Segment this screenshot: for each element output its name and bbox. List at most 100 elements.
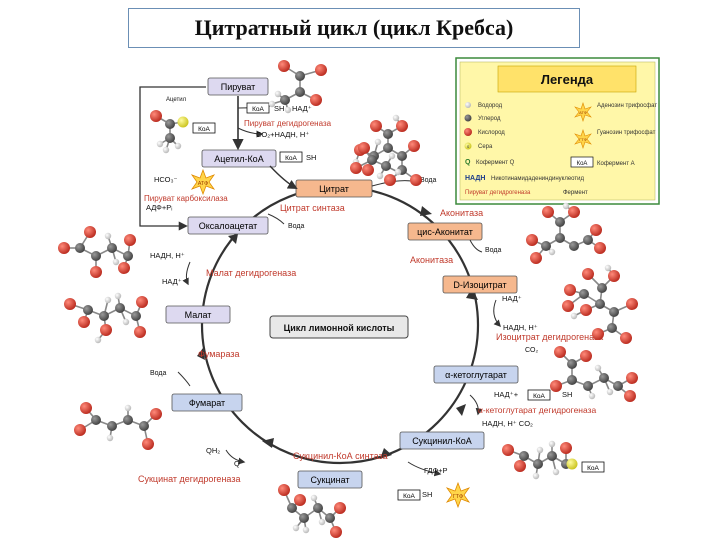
legend-oxygen: Кислород <box>478 130 505 136</box>
metabolite-succinate[interactable]: Сукцинат <box>297 470 363 489</box>
isocitrate-co2: CO₂ <box>525 347 539 354</box>
metabolite-succinyl-coa[interactable]: Сукцинил-КоА <box>399 431 485 450</box>
oxaloacetate-label: Оксалоацетат <box>199 221 258 231</box>
title-box: Цитратный цикл (цикл Кребса) <box>128 8 580 48</box>
legend-q-symbol: Q <box>465 159 471 166</box>
enzyme-citrate-synthase: Цитрат синтаза <box>280 203 345 213</box>
acetyl-molecule <box>150 110 189 154</box>
legend: Легенда Водород Углерод Кислород S Сера … <box>455 57 660 205</box>
legend-coa-box <box>570 156 594 168</box>
metabolite-cis-aconitate[interactable]: цис-Аконитат <box>407 222 483 241</box>
arrow-fumarate-water <box>177 371 191 387</box>
isocitrate-nadh: НАДН, Н⁺ <box>503 323 538 332</box>
legend-carbon-icon <box>464 114 472 122</box>
metabolite-d-isocitrate[interactable]: D-Изоцитрат <box>442 275 518 294</box>
legend-oxygen-icon <box>464 128 472 136</box>
legend-atp-icon: АТФ <box>574 102 592 122</box>
hco3-label: НСО₃⁻ <box>154 175 178 184</box>
oxaloacetate-molecule <box>58 226 136 278</box>
metabolite-acetyl-coa[interactable]: Ацетил-КоА <box>201 149 277 168</box>
metabolite-oxaloacetate[interactable]: Оксалоацетат <box>187 216 269 235</box>
pdh-co2-nadh: CO₂+НАДН, Н⁺ <box>256 130 309 139</box>
adp-pi-label: АДФ+Рᵢ <box>146 203 172 212</box>
succinyl-coa-molecule <box>502 440 578 480</box>
gdp-p: ГДФ+Р <box>424 466 448 475</box>
enzyme-pyruvate-carboxylase: Пируват карбоксилаза <box>144 194 228 203</box>
coa-acetyl-left-label: КоА <box>198 126 210 133</box>
citrate-label: Цитрат <box>319 184 349 194</box>
enzyme-isocitrate-dehydrogenase: Изоцитрат дегидрогеназа <box>496 332 603 342</box>
acetyl-coa-label: Ацетил-КоА <box>214 154 263 164</box>
arrow-succinyl-gtp <box>407 461 442 477</box>
legend-carbon: Углерод <box>478 116 501 122</box>
water-fumarate: Вода <box>150 370 166 377</box>
legend-title: Легенда <box>541 72 594 87</box>
center-label-box <box>269 315 409 339</box>
coa-box-acetyl: КоА <box>279 151 303 163</box>
metabolite-malate[interactable]: Малат <box>165 305 231 324</box>
metabolite-alpha-ketoglutarate[interactable]: α-кетоглутарат <box>433 365 519 384</box>
coa-akg-label: КоА <box>533 393 545 400</box>
arrow-akg-nad <box>469 394 483 416</box>
coa-box-pdh: КоА <box>246 102 270 114</box>
pdh-sh: SH <box>274 104 284 113</box>
legend-sulfur-badge: S <box>467 145 470 149</box>
metabolite-citrate[interactable]: Цитрат <box>295 179 373 198</box>
d-isocitrate-label: D-Изоцитрат <box>453 280 506 290</box>
q-label: Q <box>234 459 240 468</box>
arrow-pyruvate-carboxylase <box>139 86 206 231</box>
alpha-ketoglutarate-label: α-кетоглутарат <box>445 370 507 380</box>
enzyme-fumarase: Фумараза <box>198 349 239 359</box>
atp-starburst-label: АТФ <box>198 181 209 187</box>
enzyme-akg-dehydrogenase: α-кетоглутарат дегидрогеназа <box>478 405 597 415</box>
succinyl-sh: SH <box>422 490 432 499</box>
legend-gtp: Гуанозин трифосфат <box>597 130 656 136</box>
fumarate-molecule <box>74 402 162 450</box>
enzyme-malate-dehydrogenase: Малат дегидрогеназа <box>206 268 296 278</box>
enzyme-succinyl-coa-synthase: Сукцинил-КоА синтаза <box>293 451 388 461</box>
cis-aconitate-molecule <box>526 202 606 264</box>
qh2-label: QH₂ <box>206 446 220 455</box>
legend-atp-badge: АТФ <box>579 110 587 115</box>
legend-nad: Никотинамидадениндинуклеотид <box>491 176 584 182</box>
enzyme-pyruvate-dehydrogenase: Пируват дегидрогеназа <box>244 119 332 128</box>
succinate-label: Сукцинат <box>310 475 349 485</box>
legend-sulfur: Сера <box>478 144 493 150</box>
acetyl-label: Ацетил <box>166 97 187 103</box>
coa-box-akg: КоА <box>527 389 551 401</box>
legend-gtp-icon: ГТФ <box>574 129 592 149</box>
legend-sulfur-icon <box>464 142 472 150</box>
legend-enzyme: Фермент <box>563 190 588 196</box>
page-title: Цитратный цикл (цикл Кребса) <box>194 15 514 40</box>
arrow-malate-nad <box>182 261 191 286</box>
akg-sh: SH <box>562 390 572 399</box>
cycle-arrowheads <box>197 206 478 459</box>
legend-nadh-symbol: НАДН <box>465 175 485 182</box>
pyruvate-label: Пируват <box>221 82 256 92</box>
atp-starburst-icon: АТФ <box>190 168 216 196</box>
gtp-starburst-label: ГТФ <box>453 494 463 500</box>
molecule-models <box>58 60 638 538</box>
metabolite-fumarate[interactable]: Фумарат <box>171 393 243 412</box>
coa-box-succinylcoa-mol: КоА <box>581 461 605 473</box>
legend-gtp-badge: ГТФ <box>579 137 587 142</box>
akg-nad: НАД⁺+ <box>494 390 519 399</box>
arrow-succinate-q <box>225 449 246 465</box>
fumarate-label: Фумарат <box>189 398 225 408</box>
legend-coq: Кофермент Q <box>476 160 515 166</box>
metabolite-pyruvate[interactable]: Пируват <box>207 77 269 96</box>
succinate-molecule <box>278 484 346 538</box>
arrow-isocitrate-nad <box>493 299 501 328</box>
cis-aconitate-label: цис-Аконитат <box>417 227 473 237</box>
coa-succinyl-label: КоА <box>403 493 415 500</box>
malate-label: Малат <box>185 310 212 320</box>
coa-box-succinyl: КоА <box>397 489 421 501</box>
coa-box-acetyl-left: КоА <box>192 122 216 134</box>
coa-pdh-label: КоА <box>252 106 264 113</box>
legend-coa: Кофермент А <box>597 161 635 167</box>
legend-atp: Аденозин трифосфат <box>597 103 657 109</box>
gtp-starburst-icon: ГТФ <box>445 481 471 509</box>
coa-succinylcoa-mol-label: КоА <box>587 465 599 472</box>
water-citrate: Вода <box>420 177 436 184</box>
